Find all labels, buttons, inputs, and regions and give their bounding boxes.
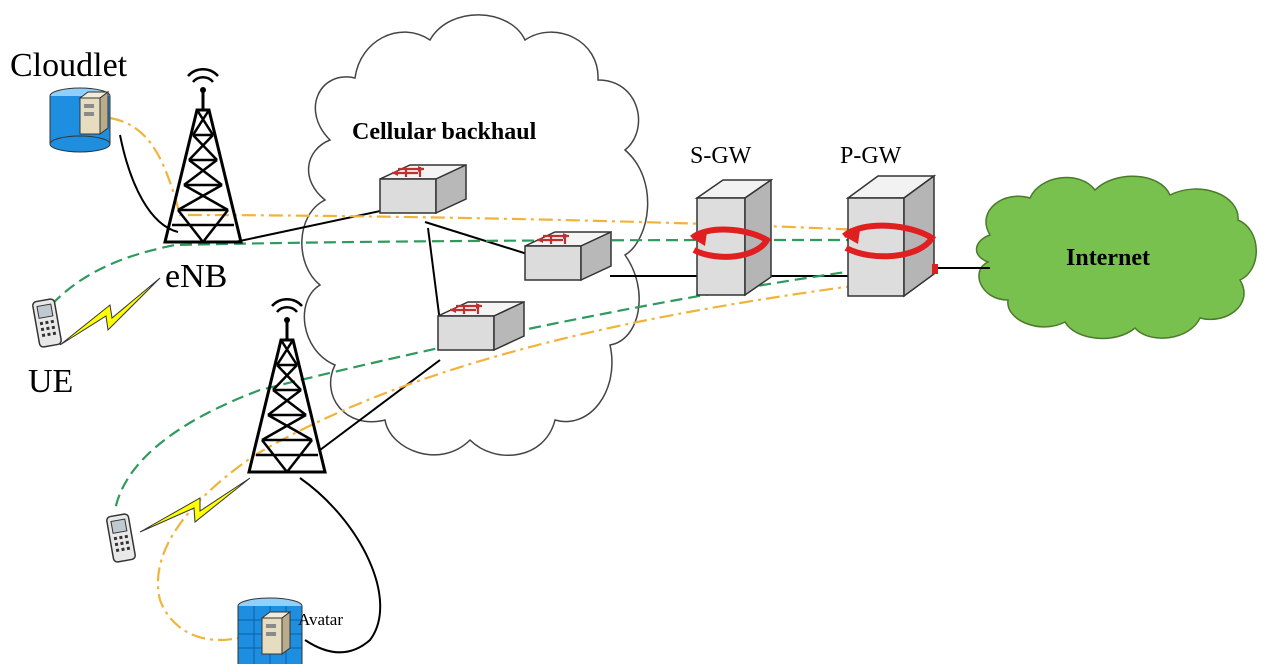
sgw-server-icon — [690, 178, 774, 297]
enb-tower-icon — [163, 67, 243, 244]
backhaul-cloud-icon — [301, 14, 649, 457]
pgw-server-icon — [842, 174, 938, 298]
router-icon — [378, 163, 468, 215]
avatar-label: Avatar — [298, 610, 343, 629]
phone-icon — [105, 512, 137, 564]
pgw-label: P-GW — [840, 143, 902, 169]
sgw-label: S-GW — [690, 143, 752, 169]
avatar-server-icon — [261, 611, 291, 655]
cloud-icon — [975, 175, 1257, 340]
internet-label: Internet — [1066, 245, 1150, 271]
cloudlet-server-icon — [79, 91, 109, 135]
router-icon — [523, 230, 613, 282]
ue-label: UE — [28, 363, 73, 400]
lightning-icon — [139, 477, 251, 533]
lightning-icon — [59, 277, 161, 346]
backhaul-label: Cellular backhaul — [352, 119, 537, 145]
enb-label: eNB — [165, 258, 227, 295]
phone-icon — [31, 297, 63, 349]
router-icon — [436, 300, 526, 352]
cloudlet-label: Cloudlet — [10, 47, 128, 84]
